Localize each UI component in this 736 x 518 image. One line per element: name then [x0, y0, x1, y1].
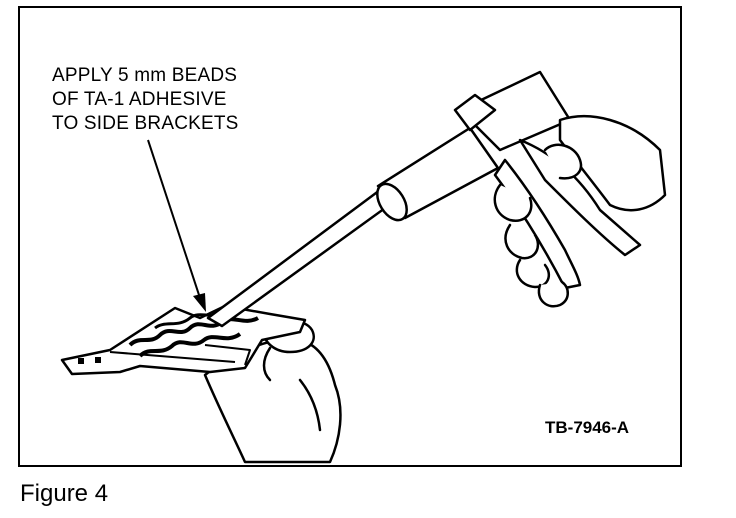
callout-line-3: TO SIDE BRACKETS [52, 113, 239, 134]
adhesive-gun-icon [206, 70, 642, 328]
valve-body-plate-icon [60, 304, 307, 376]
callout-line-1: APPLY 5 mm BEADS [52, 65, 238, 86]
figure-frame [18, 6, 682, 467]
upper-hand-icon [493, 115, 667, 308]
figure-caption: Figure 4 [20, 480, 109, 507]
callout-arrow [147, 139, 206, 312]
reference-code: TB-7946-A [545, 418, 630, 437]
callout-text: APPLY 5 mm BEADS OF TA-1 ADHESIVE TO SID… [52, 64, 239, 136]
callout-line-2: OF TA-1 ADHESIVE [52, 89, 227, 110]
